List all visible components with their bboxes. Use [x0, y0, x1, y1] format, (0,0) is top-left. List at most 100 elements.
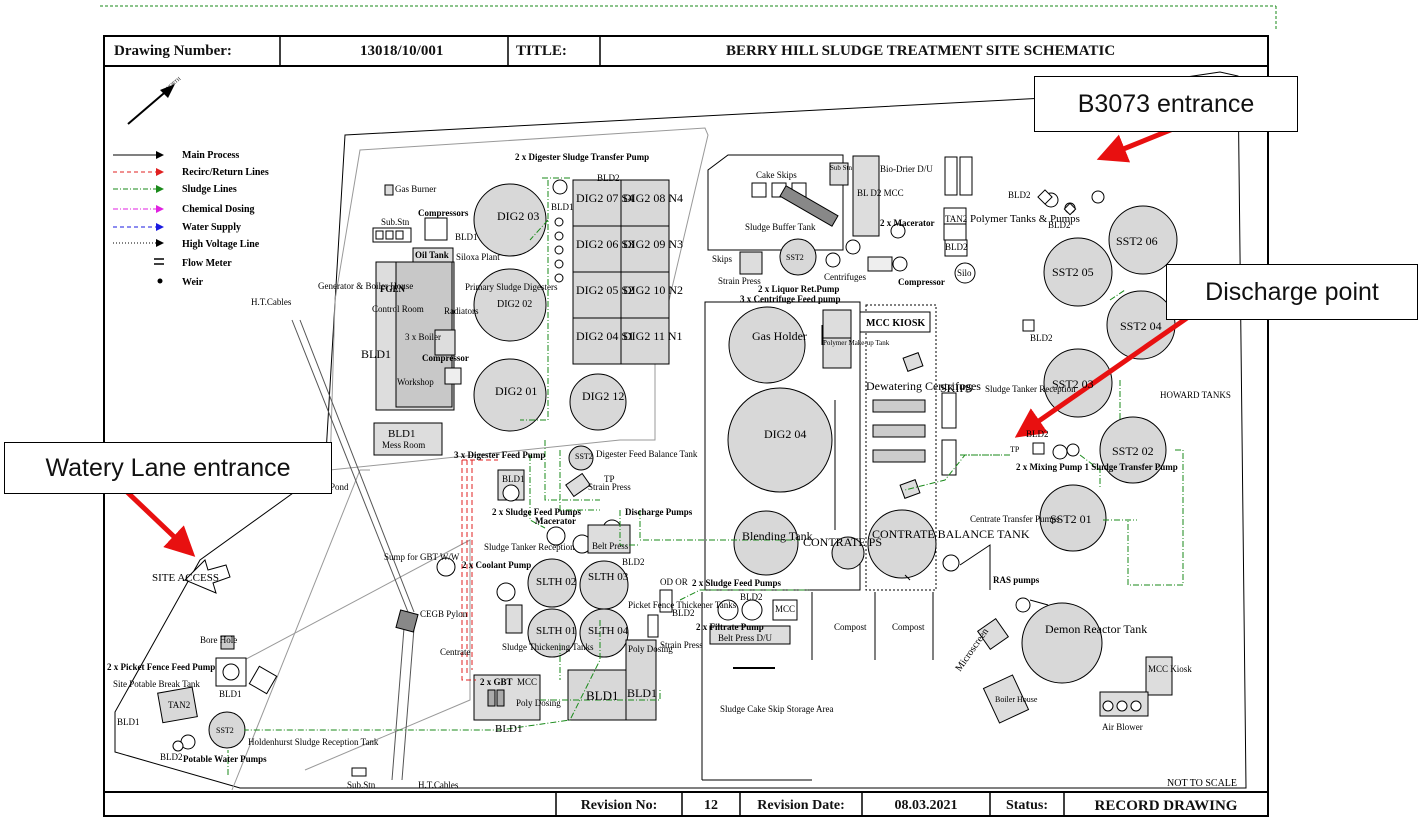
liquor-ret-label: 2 x Liquor Ret.Pump	[758, 284, 839, 294]
bld1-block-2-label: BLD1	[627, 686, 657, 700]
dig2-04-label: DIG2 04	[764, 427, 806, 441]
oil-tank-label: Oil Tank	[415, 250, 449, 260]
cake-skips-label: Cake Skips	[756, 170, 797, 180]
bld2-label: BLD2	[597, 173, 620, 183]
sst2-01-label: SST2 01	[1050, 512, 1092, 526]
drawing-number: 13018/10/001	[360, 42, 444, 59]
slth-01-label: SLTH 01	[536, 625, 576, 637]
centrifuge-feed-label: 3 x Centrifuge Feed pump	[740, 294, 841, 304]
sst2-02-label: SST2 02	[1112, 444, 1154, 458]
howard-tanks-label: HOWARD TANKS	[1160, 390, 1231, 400]
thickening-tanks-label: Sludge Thickening Tanks	[502, 642, 594, 652]
sludge-feed-pumps-2-label: 2 x Sludge Feed Pumps	[692, 578, 782, 588]
workshop-label: Workshop	[397, 377, 434, 387]
gbt-label: 2 x GBT	[480, 677, 513, 687]
scale-note: NOT TO SCALE	[1167, 778, 1237, 789]
sludge-buffer-label: Sludge Buffer Tank	[745, 222, 816, 232]
revision-date-label: Revision Date:	[757, 798, 845, 813]
dig2-02-label: DIG2 02	[497, 299, 532, 310]
site-access-label: SITE ACCESS	[152, 572, 219, 584]
cegb-pylon-label: CEGB Pylon	[420, 609, 468, 619]
bld2-right-2-label: BLD2	[1048, 220, 1071, 230]
bld1-block-label: BLD1	[586, 688, 619, 703]
sub-stn-label: Sub.Stn	[381, 217, 410, 227]
sst2-small-label: SST2	[575, 452, 593, 461]
legend-label: Flow Meter	[182, 258, 232, 269]
tan2-label: TAN2	[168, 700, 190, 710]
bld2-tp-label: BLD2	[1026, 429, 1049, 439]
contrate-balance-label: CONTRATE BALANCE TANK	[872, 527, 1030, 541]
legend-label: Water Supply	[182, 222, 241, 233]
compressor-label: Compressor	[422, 353, 469, 363]
transfer-pump-label: 2 x Digester Sludge Transfer Pump	[515, 152, 649, 162]
tanker-reception-label: Sludge Tanker Reception	[484, 542, 575, 552]
dig2-01-label: DIG2 01	[495, 384, 537, 398]
tan2-2-label: TAN2	[945, 214, 967, 224]
revision-label: Revision No:	[580, 798, 658, 813]
mcc-2-label: MCC	[775, 604, 795, 614]
silo-label: Silo	[957, 268, 972, 278]
gas-burner-label: Gas Burner	[395, 184, 436, 194]
pond-label: Pond	[330, 482, 349, 492]
boiler-house-label: Boiler House	[995, 695, 1038, 704]
bld1-bottom-label: BLD1	[495, 723, 523, 735]
bld1-small-label: BLD1	[551, 202, 574, 212]
air-blower-label: Air Blower	[1102, 722, 1143, 732]
bio-drier-label: Bio-Drier D/U	[880, 164, 933, 174]
dig-cell-label: DIG2 04 S1	[576, 329, 634, 343]
diagram-labels: Gas Burner Compressors Sub.Stn BLD1 Oil …	[107, 152, 1237, 790]
mixing-pump-label: 2 x Mixing Pump 1 Sludge Transfer Pump	[1016, 462, 1178, 472]
bld2-belt-2-label: BLD2	[740, 592, 763, 602]
polymer-tanks-label: Polymer Tanks & Pumps	[970, 213, 1080, 225]
filtrate-pump-label: 2 x Filtrate Pump	[696, 622, 764, 632]
blending-tank-label: Blending Tank	[742, 529, 813, 543]
picket-feed-pump-label: 2 x Picket Fence Feed Pump	[107, 662, 215, 672]
bld1-potable-label: BLD1	[219, 689, 242, 699]
skips-label: Skips	[712, 254, 733, 264]
ht-cables-bottom-label: H.T.Cables	[418, 780, 459, 790]
mcc-kiosk-label: MCC KIOSK	[866, 318, 925, 329]
macerator-label: Macerator	[535, 516, 576, 526]
centrifuges-label: Centrifuges	[824, 272, 866, 282]
sst2-left-label: SST2	[216, 726, 234, 735]
generator-house-label: Generator & Boiler House	[318, 281, 413, 291]
od-or-label: OD OR	[660, 577, 688, 587]
potable-pumps-label: Potable Water Pumps	[183, 754, 267, 764]
bld1-big-label: BLD1	[361, 347, 391, 361]
mess-room-label: Mess Room	[382, 440, 425, 450]
dig-cell-label: DIG2 11 N1	[623, 329, 683, 343]
drawing-number-label: Drawing Number:	[114, 42, 232, 59]
compressors-label: Compressors	[418, 208, 469, 218]
centrate-transfer-label: Centrate Transfer Pumps	[970, 514, 1060, 524]
compressor-2-label: Compressor	[898, 277, 945, 287]
coolant-pump-label: 2 x Coolant Pump	[462, 560, 531, 570]
mcc-label: MCC	[517, 677, 537, 687]
bld2-right-label: BLD2	[1008, 190, 1031, 200]
siloxa-label: Siloxa Plant	[456, 252, 500, 262]
sump-gbt-label: Sump for GBT W/W	[384, 552, 460, 562]
bl-d2-mcc-label: BL D2 MCC	[857, 188, 904, 198]
sst2-06-label: SST2 06	[1116, 234, 1158, 248]
dig-cell-label: DIG2 07 S4	[576, 191, 634, 205]
gas-holder-label: Gas Holder	[752, 329, 807, 343]
dig-cell-label: DIG2 10 N2	[623, 283, 683, 297]
feed-balance-label: Digester Feed Balance Tank	[596, 449, 698, 459]
discharge-pumps-label: Discharge Pumps	[625, 507, 693, 517]
dig-cell-label: DIG2 09 N3	[623, 237, 683, 251]
boiler-label: 3 x Boiler	[405, 332, 441, 342]
centrate-label: Centrate	[440, 647, 471, 657]
drawing-title: BERRY HILL SLUDGE TREATMENT SITE SCHEMAT…	[726, 42, 1116, 59]
bore-hole-label: Bore Hole	[200, 635, 237, 645]
primary-digesters-label: Primary Sludge Digesters	[465, 282, 558, 292]
tanker-reception-2-label: Sludge Tanker Reception	[985, 384, 1076, 394]
belt-press-du-label: Belt Press D/U	[718, 633, 773, 643]
bld1-label: BLD1	[455, 232, 478, 242]
strain-press-2-label: Strain Press	[660, 640, 703, 650]
dig-cell-label: DIG2 06 S3	[576, 237, 634, 251]
strain-press-label: Strain Press	[588, 482, 631, 492]
mess-bld1-label: BLD1	[388, 428, 416, 440]
legend-label: Main Process	[182, 150, 239, 161]
tp-2-label: TP	[1010, 445, 1020, 454]
belt-press-label: Belt Press	[592, 541, 629, 551]
